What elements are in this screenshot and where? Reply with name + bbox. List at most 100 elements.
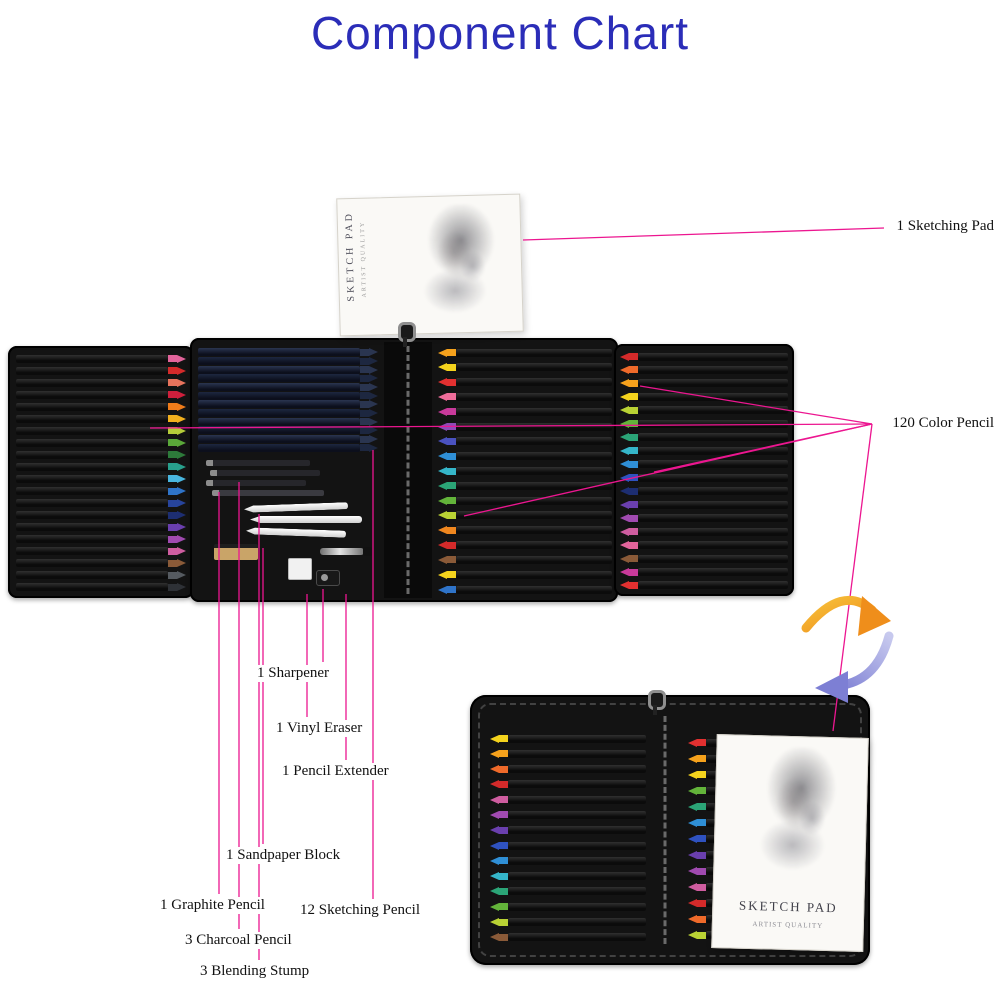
pencil — [16, 414, 186, 423]
pencil — [16, 426, 186, 435]
pencil-body — [198, 374, 360, 383]
pencil-tip — [688, 802, 697, 811]
pencil-band — [697, 867, 706, 875]
pencil-band — [360, 444, 369, 452]
pencil-body — [638, 460, 788, 469]
pencil-tip — [688, 770, 697, 779]
pencil-tip — [490, 918, 499, 927]
pencil-band — [629, 555, 638, 563]
pencil-band — [360, 400, 369, 408]
pencil — [16, 559, 186, 568]
pencil-tip — [177, 462, 186, 471]
pencil-body — [16, 438, 168, 447]
pencil-band — [629, 501, 638, 509]
pencil-band — [447, 452, 456, 460]
vinyl-eraser — [288, 558, 312, 580]
pencil-band — [168, 463, 177, 471]
pencil-tip — [490, 841, 499, 850]
pencil-tip — [688, 931, 697, 940]
pencil-band — [360, 348, 369, 356]
sketch-pad-top: SKETCH PAD ARTIST QUALITY — [336, 193, 524, 337]
pencil-tip — [177, 571, 186, 580]
pencil-tip — [177, 559, 186, 568]
pencil — [490, 826, 646, 835]
pencil-body — [16, 426, 168, 435]
pencil-body — [198, 348, 360, 357]
pencil-body — [16, 535, 168, 544]
pencil-body — [638, 487, 788, 496]
pencil-body — [638, 392, 788, 401]
pencil-body — [16, 462, 168, 471]
pencil-tip — [177, 354, 186, 363]
pencil — [490, 734, 646, 743]
pencil-tip — [177, 523, 186, 532]
pencil-body — [638, 433, 788, 442]
pencil-body — [638, 473, 788, 482]
pencil — [620, 460, 788, 469]
pencil-body — [16, 474, 168, 483]
pencil-body — [16, 547, 168, 556]
pencil-band — [360, 418, 369, 426]
pencil-body — [638, 500, 788, 509]
pencil-tip — [688, 754, 697, 763]
pencil-band — [168, 367, 177, 375]
pencil-band — [168, 487, 177, 495]
pencil-tip — [177, 583, 186, 592]
pencil — [438, 348, 612, 357]
pencil-body — [198, 417, 360, 426]
pencil-tip — [438, 452, 447, 461]
pencil-tip — [620, 527, 629, 536]
pencil-tip — [438, 511, 447, 520]
line-sketching-pad — [522, 227, 885, 241]
pencil-body — [638, 514, 788, 523]
pencil-tip — [438, 363, 447, 372]
sketch-pad-title-vertical: SKETCH PAD — [343, 210, 357, 302]
pencil-body — [456, 526, 612, 535]
pencil — [620, 433, 788, 442]
pencil-tip — [490, 810, 499, 819]
pencil-band — [447, 556, 456, 564]
blending-stump-2 — [250, 516, 362, 523]
pencil — [490, 765, 646, 774]
pencil — [198, 426, 378, 435]
pencil-body — [456, 407, 612, 416]
pencil-tip — [177, 366, 186, 375]
pencil — [438, 481, 612, 490]
pencil-tip — [490, 765, 499, 774]
pencil — [16, 583, 186, 592]
sharpener — [316, 570, 340, 586]
pencil-tip — [177, 535, 186, 544]
pencil — [16, 354, 186, 363]
sketch-pad-bottom: SKETCH PAD ARTIST QUALITY — [711, 734, 869, 952]
pencil-band — [168, 571, 177, 579]
pencil — [198, 374, 378, 383]
pencil — [198, 391, 378, 400]
pencil-band — [697, 883, 706, 891]
pencil-tip — [620, 460, 629, 469]
pencil-band — [168, 511, 177, 519]
portrait-artwork — [389, 202, 515, 327]
pencil-panel-left-flap — [16, 354, 186, 592]
pencil-band — [629, 474, 638, 482]
pencil-band — [360, 426, 369, 434]
pencil-band — [697, 819, 706, 827]
pencil-band — [499, 857, 508, 865]
pencil-tip — [490, 872, 499, 881]
pencil-band — [499, 933, 508, 941]
pencil-tip — [177, 499, 186, 508]
pencil — [438, 363, 612, 372]
pencil-panel-bottom-left — [490, 734, 646, 942]
pencil — [438, 541, 612, 550]
pencil — [490, 918, 646, 927]
pencil — [490, 856, 646, 865]
pencil-band — [168, 379, 177, 387]
pencil — [490, 933, 646, 942]
pencil-band — [360, 409, 369, 417]
pencil-body — [638, 446, 788, 455]
pencil-tip — [369, 374, 378, 383]
pencil-body — [508, 826, 646, 835]
pencil-body — [456, 422, 612, 431]
pencil-band — [499, 826, 508, 834]
pencil-body — [198, 357, 360, 365]
pencil-band — [168, 451, 177, 459]
